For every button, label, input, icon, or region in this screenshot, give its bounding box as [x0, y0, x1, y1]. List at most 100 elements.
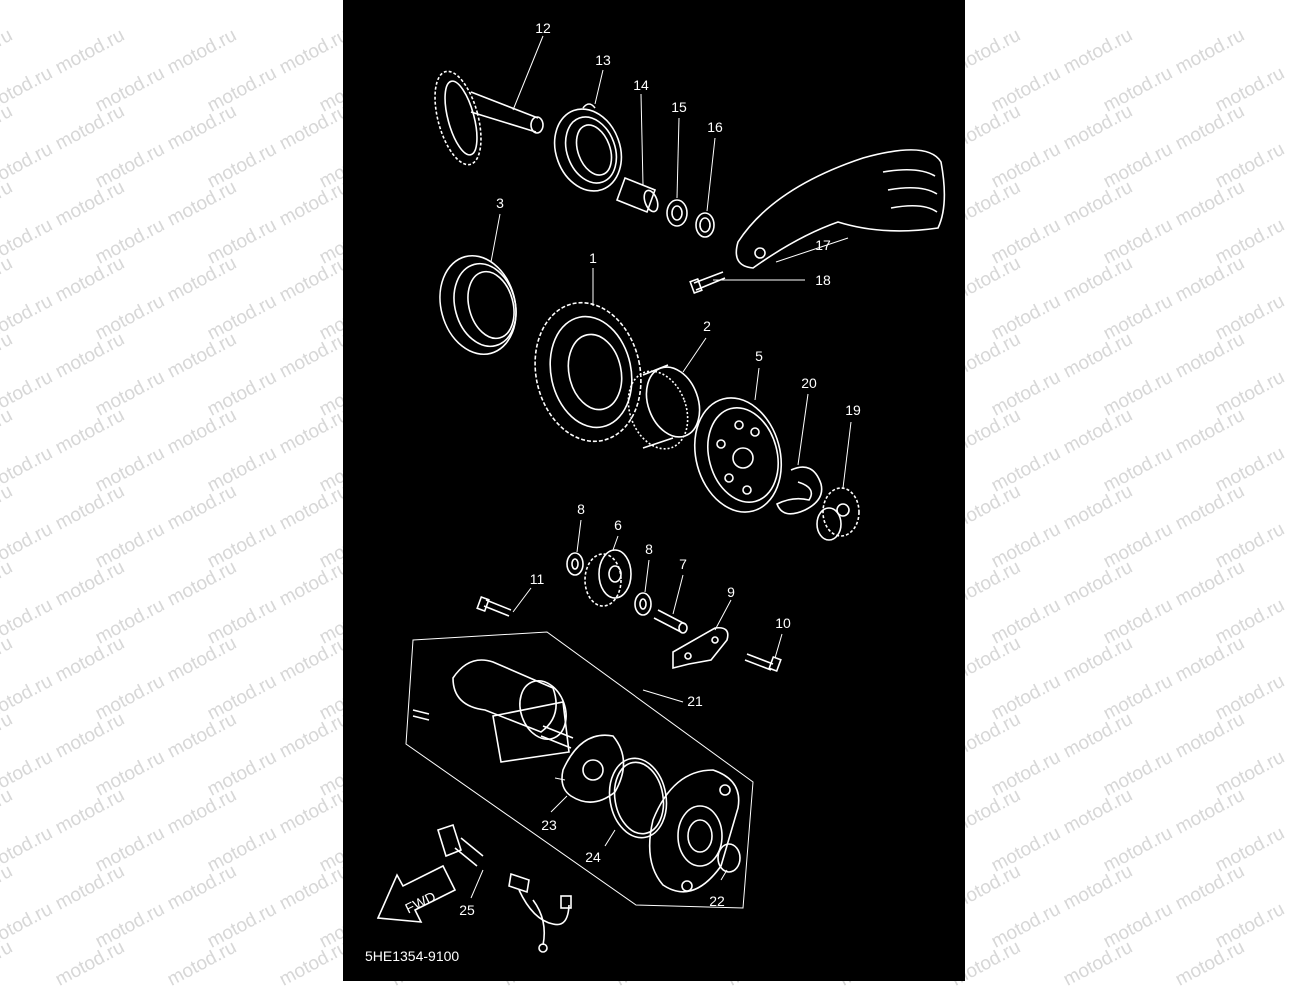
watermark-text: motod.ru — [164, 176, 241, 231]
watermark-text: motod.ru — [988, 594, 1065, 649]
watermark-text: motod.ru — [1212, 138, 1289, 193]
watermark-text: motod.ru — [0, 518, 57, 573]
part-23-brush-holder — [550, 734, 625, 813]
callout-5: 5 — [755, 348, 763, 364]
watermark-text: motod.ru — [1212, 62, 1289, 117]
watermark-text: motod.ru — [1212, 594, 1289, 649]
watermark-text: motod.ru — [1060, 24, 1137, 79]
watermark-text: motod.ru — [1100, 214, 1177, 269]
callout-23: 23 — [541, 817, 557, 833]
part-20-spring-clip — [775, 393, 823, 515]
watermark-text: motod.ru — [1172, 24, 1249, 79]
watermark-text: motod.ru — [92, 442, 169, 497]
watermark-text: motod.ru — [1060, 860, 1137, 915]
watermark-text: motod.ru — [1172, 556, 1249, 611]
watermark-text: motod.ru — [1212, 442, 1289, 497]
callout-22: 22 — [709, 893, 725, 909]
fwd-label: FWD — [402, 888, 438, 916]
watermark-text: motod.ru — [276, 632, 353, 687]
watermark-text: motod.ru — [1100, 62, 1177, 117]
watermark-text: motod.ru — [1100, 670, 1177, 725]
watermark-text: motod.ru — [1060, 784, 1137, 839]
callout-25: 25 — [459, 902, 475, 918]
watermark-text: motod.ru — [52, 556, 129, 611]
watermark-text: motod.ru — [204, 290, 281, 345]
watermark-text: motod.ru — [1172, 176, 1249, 231]
watermark-text: motod.ru — [1212, 214, 1289, 269]
watermark-text: motod.ru — [164, 252, 241, 307]
watermark-text: motod.ru — [0, 480, 17, 535]
watermark-text: motod.ru — [988, 138, 1065, 193]
watermark-text: motod.ru — [92, 594, 169, 649]
watermark-text: motod.ru — [276, 100, 353, 155]
watermark-text: motod.ru — [1060, 404, 1137, 459]
watermark-text: motod.ru — [164, 328, 241, 383]
part-18-bolt — [689, 271, 805, 295]
watermark-text: motod.ru — [276, 556, 353, 611]
watermark-text: motod.ru — [92, 138, 169, 193]
watermark-text: motod.ru — [164, 708, 241, 763]
callout-7: 7 — [679, 556, 687, 572]
watermark-text: motod.ru — [988, 62, 1065, 117]
watermark-text: motod.ru — [0, 822, 57, 877]
part-8-washer-upper — [566, 519, 584, 576]
watermark-text: motod.ru — [204, 670, 281, 725]
watermark-text: motod.ru — [0, 404, 17, 459]
watermark-text: motod.ru — [164, 404, 241, 459]
watermark-text: motod.ru — [92, 62, 169, 117]
watermark-text: motod.ru — [1172, 404, 1249, 459]
watermark-text: motod.ru — [204, 518, 281, 573]
watermark-text: motod.ru — [52, 632, 129, 687]
callout-1: 1 — [589, 250, 597, 266]
callout-13: 13 — [595, 52, 611, 68]
watermark-text: motod.ru — [1172, 328, 1249, 383]
part-8-washer-lower — [634, 559, 652, 616]
watermark-text: motod.ru — [1212, 746, 1289, 801]
watermark-text: motod.ru — [204, 214, 281, 269]
watermark-text: motod.ru — [1100, 594, 1177, 649]
watermark-text: motod.ru — [92, 746, 169, 801]
watermark-text: motod.ru — [0, 936, 17, 991]
watermark-text: motod.ru — [1100, 442, 1177, 497]
watermark-text: motod.ru — [988, 214, 1065, 269]
watermark-text: motod.ru — [164, 480, 241, 535]
watermark-text: motod.ru — [164, 24, 241, 79]
watermark-text: motod.ru — [52, 252, 129, 307]
watermark-text: motod.ru — [204, 594, 281, 649]
watermark-text: motod.ru — [1100, 138, 1177, 193]
watermark-text: motod.ru — [52, 24, 129, 79]
watermark-text: motod.ru — [52, 784, 129, 839]
part-22-starter-cover — [648, 769, 741, 893]
watermark-text: motod.ru — [988, 670, 1065, 725]
watermark-text: motod.ru — [0, 138, 57, 193]
callout-labels: 1213141516317118252019868711910212324222… — [459, 20, 861, 918]
watermark-text: motod.ru — [988, 822, 1065, 877]
watermark-text: motod.ru — [1172, 936, 1249, 991]
watermark-text: motod.ru — [1172, 100, 1249, 155]
part-2-bearing — [627, 337, 707, 450]
watermark-text: motod.ru — [0, 252, 17, 307]
watermark-text: motod.ru — [276, 176, 353, 231]
watermark-text: motod.ru — [92, 214, 169, 269]
watermark-text: motod.ru — [1060, 936, 1137, 991]
callout-2: 2 — [703, 318, 711, 334]
watermark-text: motod.ru — [0, 898, 57, 953]
watermark-text: motod.ru — [204, 898, 281, 953]
callout-8b: 8 — [645, 541, 653, 557]
callout-8a: 8 — [577, 501, 585, 517]
watermark-text: motod.ru — [276, 480, 353, 535]
part-5-starter-clutch — [693, 367, 783, 513]
watermark-text: motod.ru — [1100, 518, 1177, 573]
callout-20: 20 — [801, 375, 817, 391]
watermark-text: motod.ru — [988, 290, 1065, 345]
callout-16: 16 — [707, 119, 723, 135]
callout-9: 9 — [727, 584, 735, 600]
watermark-text: motod.ru — [0, 860, 17, 915]
callout-15: 15 — [671, 99, 687, 115]
watermark-text: motod.ru — [0, 746, 57, 801]
watermark-text: motod.ru — [1060, 328, 1137, 383]
watermark-text: motod.ru — [1172, 252, 1249, 307]
watermark-text: motod.ru — [52, 328, 129, 383]
watermark-text: motod.ru — [276, 404, 353, 459]
